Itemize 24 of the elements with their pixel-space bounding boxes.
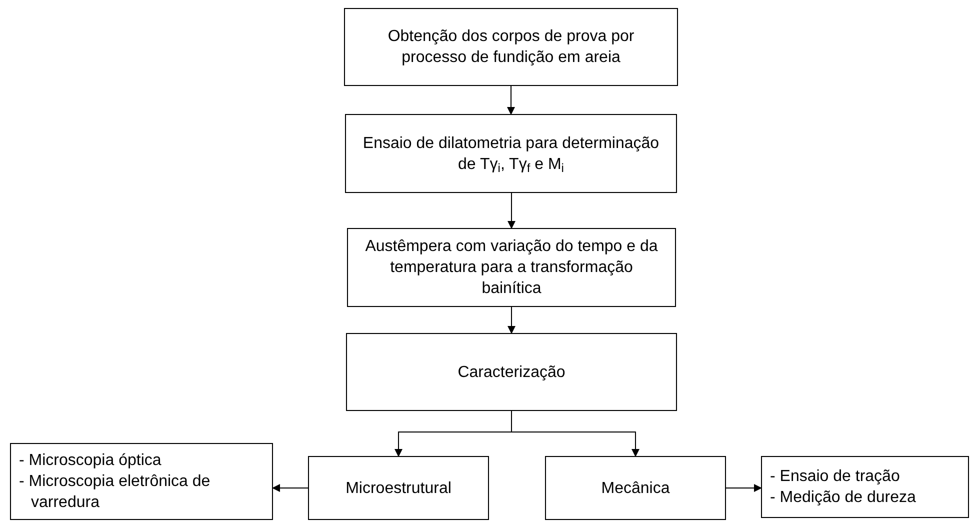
process-box (347, 228, 676, 307)
process-box (344, 8, 678, 86)
arrow (508, 306, 516, 334)
list-item: - Microscopia eletrônica de varredura (19, 472, 212, 513)
arrow (507, 86, 515, 115)
process-box (346, 333, 677, 411)
list-item: - Medição de dureza (770, 488, 916, 508)
box-label: Austêmpera com variação do tempo e da temperatura para a transformação bainítica (364, 237, 659, 299)
process-box (308, 456, 489, 520)
list-item: - Ensaio de tração (770, 467, 900, 487)
box-label: Ensaio de dilatometria para determinação de Tγ$_{i}$, Tγ$_{f}$ e M$_{i}$ (362, 134, 660, 174)
process-box (345, 114, 677, 193)
process-box (545, 456, 726, 520)
arrow (508, 192, 516, 229)
box-label: Microestrutural (346, 478, 452, 498)
arrow (511, 410, 640, 457)
list-item: - Microscopia óptica (19, 451, 162, 471)
process-box (761, 456, 969, 518)
box-label: Caracterização (458, 362, 566, 382)
process-box (10, 443, 273, 520)
box-label: Mecânica (601, 478, 670, 498)
arrow (272, 484, 308, 492)
arrow (726, 484, 762, 492)
box-label: Obtenção dos corpos de prova por processo de fundição em areia (386, 27, 636, 68)
